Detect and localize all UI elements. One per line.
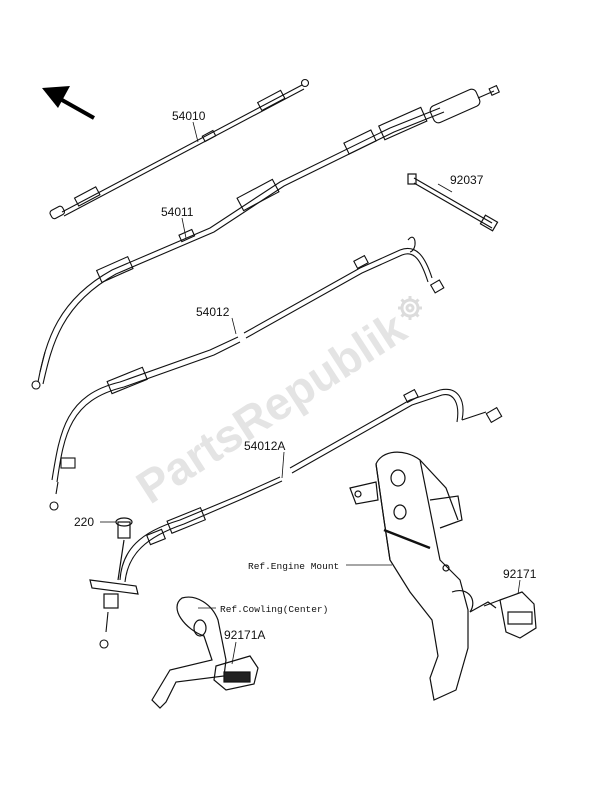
part-labels: 54010 54011 54012 54012A 92037 220 92171…	[74, 109, 537, 642]
label-54010: 54010	[172, 109, 206, 123]
cable-54012	[49, 236, 445, 511]
part-220-bolt	[89, 517, 139, 609]
label-92171: 92171	[503, 567, 537, 581]
label-54012a: 54012A	[244, 439, 285, 453]
part-92171a-clip	[213, 655, 259, 691]
cowling-bracket	[151, 596, 227, 709]
cable-54010	[49, 78, 310, 220]
leader-lines	[100, 121, 521, 665]
label-ref-cowling-center: Ref.Cowling(Center)	[220, 604, 328, 615]
label-92171a: 92171A	[224, 628, 265, 642]
front-direction-arrow-icon	[42, 86, 95, 120]
engine-mount-frame	[349, 451, 497, 701]
label-92037: 92037	[450, 173, 484, 187]
label-54011: 54011	[161, 205, 194, 219]
watermark: PartsRepublik	[127, 296, 422, 513]
part-92037	[407, 173, 499, 232]
watermark-gear-icon	[398, 296, 422, 320]
label-54012: 54012	[196, 305, 230, 319]
label-220: 220	[74, 515, 94, 529]
part-92171-clip	[483, 591, 537, 639]
cable-54012a	[99, 388, 503, 649]
cable-54011	[31, 84, 501, 390]
label-ref-engine-mount: Ref.Engine Mount	[248, 561, 339, 572]
